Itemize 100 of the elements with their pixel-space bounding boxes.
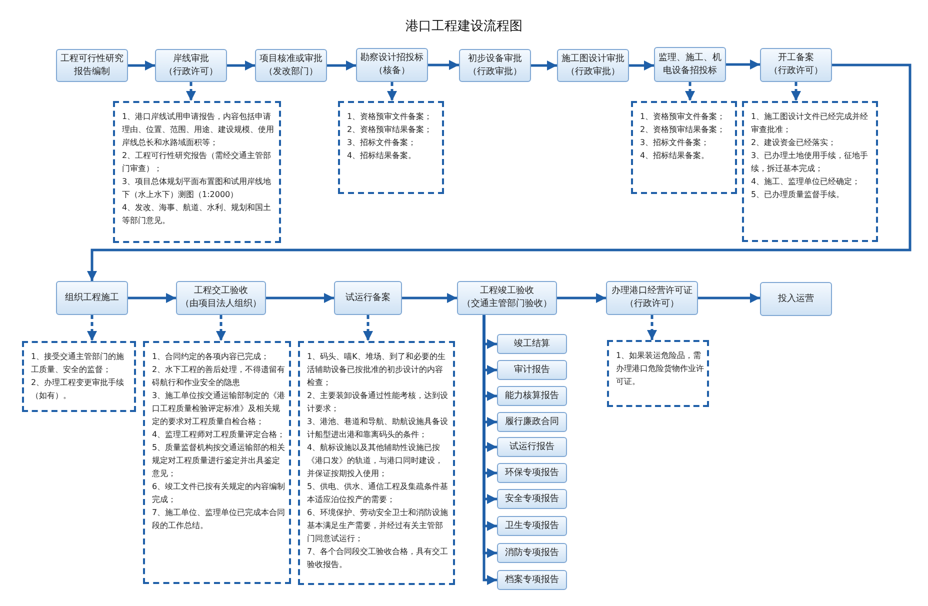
step-title: 监理、施工、机电设备招投标 (658, 52, 722, 78)
note-item: 3、港池、巷道和导航、助航设施具备设计船型进出港和靠离码头的条件； (307, 416, 450, 441)
arrow (327, 60, 356, 70)
dashed-arrow (647, 315, 657, 340)
process-box (459, 49, 531, 82)
step-subtitle: （行政许可） (769, 65, 823, 78)
note-item: 4、施工、监理单位已经确定； (751, 176, 862, 188)
step-subtitle: （行政许可） (164, 66, 218, 78)
step-title: 开工备案 (778, 52, 814, 65)
arrow (557, 293, 606, 303)
step-title: 安全专项报告 (505, 492, 559, 506)
note-box (338, 101, 444, 194)
step-title: 岸线审批 (173, 52, 209, 66)
report-box (497, 489, 567, 509)
arrow (87, 64, 912, 281)
dashed-arrow (216, 315, 226, 341)
process-box (356, 48, 428, 82)
arrow (128, 60, 155, 70)
arrow (698, 293, 760, 303)
note-item: 5、已办理质量监督手续。 (751, 189, 846, 201)
arrow (227, 60, 255, 70)
process-box (457, 281, 557, 315)
note-item: 4、招标结果备案。 (640, 150, 710, 162)
note-item: 5、质量监督机构按交通运输部的相关规定对工程质量进行鉴定并出具鉴定意见； (152, 442, 286, 480)
step-title: 工程竣工验收 (480, 285, 534, 298)
step-subtitle: （行政审批） (566, 66, 620, 78)
note-item: 1、资格预审文件备案； (640, 111, 726, 123)
note-item: 6、竣工文件已按有关规定的内容编制完成； (152, 481, 286, 506)
dashed-arrow (791, 82, 801, 101)
note-item: 2、主要装卸设备通过性能考核，达到设计要求； (307, 390, 450, 415)
note-item: 1、码头、喵K、堆场、到了和必要的生活辅助设备已按批准的初步设计的内容检查； (307, 351, 446, 389)
note-item: 4、发改、海事、航道、水利、规划和国土等部门意见。 (122, 202, 272, 227)
report-box (497, 570, 567, 590)
note-item: 5、供电、供水、通信工程及集疏条件基本适应泊位投产的需要； (307, 481, 450, 506)
process-box (606, 281, 698, 315)
report-box (497, 437, 567, 457)
note-item: 1、资格预审文件备案； (347, 111, 434, 123)
title: 港口工程建设流程图 (404, 18, 524, 35)
report-box (497, 334, 567, 354)
step-title: 工程可行性研究报告编制 (60, 52, 124, 78)
note-box (607, 340, 709, 407)
note-item: 3、已办理土地使用手续，征地手续，拆迁基本完成； (751, 150, 870, 175)
note-box (113, 101, 281, 243)
arrow (128, 293, 176, 303)
process-box (760, 282, 832, 316)
note-item: 2、办理工程变更审批手续（如有）。 (31, 377, 126, 402)
arrow (629, 60, 654, 70)
report-box (497, 543, 567, 563)
note-box (298, 341, 455, 585)
step-title: 环保专项报告 (505, 466, 559, 480)
note-item: 1、接受交通主管部门的施工质量、安全的监督； (31, 351, 126, 376)
process-box (176, 281, 266, 315)
note-box (742, 101, 878, 242)
report-box (497, 463, 567, 483)
note-item: 7、施工单位、监理单位已完成本合同段的工作总结。 (152, 507, 286, 532)
step-title: 审计报告 (514, 364, 550, 376)
process-box (557, 49, 629, 82)
step-title: 能力核算报告 (505, 390, 559, 402)
note-item: 3、项目总体规划平面布置图和试用岸线地下（水上水下）测图（1:2000） (122, 176, 272, 201)
note-item: 2、工程可行性研究报告（需经交通主管部门审查）； (122, 150, 272, 175)
step-title: 竣工结算 (514, 338, 550, 350)
step-title: 施工图设计审批 (562, 52, 624, 66)
note-box (22, 341, 136, 412)
note-item: 3、施工单位按交通运输部制定的《港口工程质量检验评定标准》及相关规定的要求对工程质量自检合格； (152, 390, 286, 428)
report-box (497, 386, 567, 406)
process-box (760, 48, 832, 82)
step-title: 初步设备审批 (468, 52, 522, 66)
report-box (497, 412, 567, 432)
step-title: 履行廉政合同 (505, 416, 559, 428)
step-title: 勘察设计招投标 (360, 52, 424, 65)
note-item: 1、合同约定的各项内容已完成； (152, 351, 270, 363)
note-box (143, 341, 291, 584)
step-title: 消防专项报告 (505, 546, 559, 560)
step-title: 试运行报告 (510, 440, 554, 454)
note-item: 3、招标文件备案； (640, 137, 710, 149)
dashed-arrow (685, 82, 695, 101)
process-box (255, 49, 327, 82)
step-title: 项目核准或审批 (260, 52, 322, 66)
dashed-arrow (186, 82, 196, 101)
arrow (726, 60, 760, 70)
report-box (497, 360, 567, 380)
note-item: 4、招标结果备案。 (347, 150, 418, 162)
dashed-arrow (87, 315, 97, 341)
note-item: 2、资格预审结果备案； (640, 124, 726, 136)
step-subtitle: （核备） (374, 65, 410, 78)
process-box (155, 49, 227, 82)
step-title: 组织工程施工 (65, 292, 119, 304)
arrow (402, 293, 457, 303)
note-item: 1、施工图设计文件已经完成并经审查批准； (751, 111, 870, 136)
note-item: 1、如果装运危险品，需办理港口危险货物作业许可证。 (616, 350, 704, 388)
note-item: 4、航标设施以及其他辅助性设施已按《港口发》的轨道，与港口同时建设，并保证按期投入使用； (307, 442, 444, 480)
step-subtitle: （交通主管部门验收） (462, 298, 552, 311)
note-item: 1、港口岸线试用申请报告，内容包括申请理由、位置、范围、用途、建设规模、使用岸线总长和水路域面积等； (122, 111, 275, 149)
step-title: 试运行备案 (346, 292, 390, 304)
step-title: 办理港口经营许可证（行政许可） (610, 285, 694, 311)
note-item: 2、水下工程的善后处理，不得遗留有碍航行和作业安全的隐患 (152, 364, 286, 389)
process-box (56, 281, 128, 315)
step-title: 工程交工验收 (194, 285, 248, 298)
note-item: 3、招标文件备案； (347, 137, 418, 149)
process-box (334, 281, 402, 315)
